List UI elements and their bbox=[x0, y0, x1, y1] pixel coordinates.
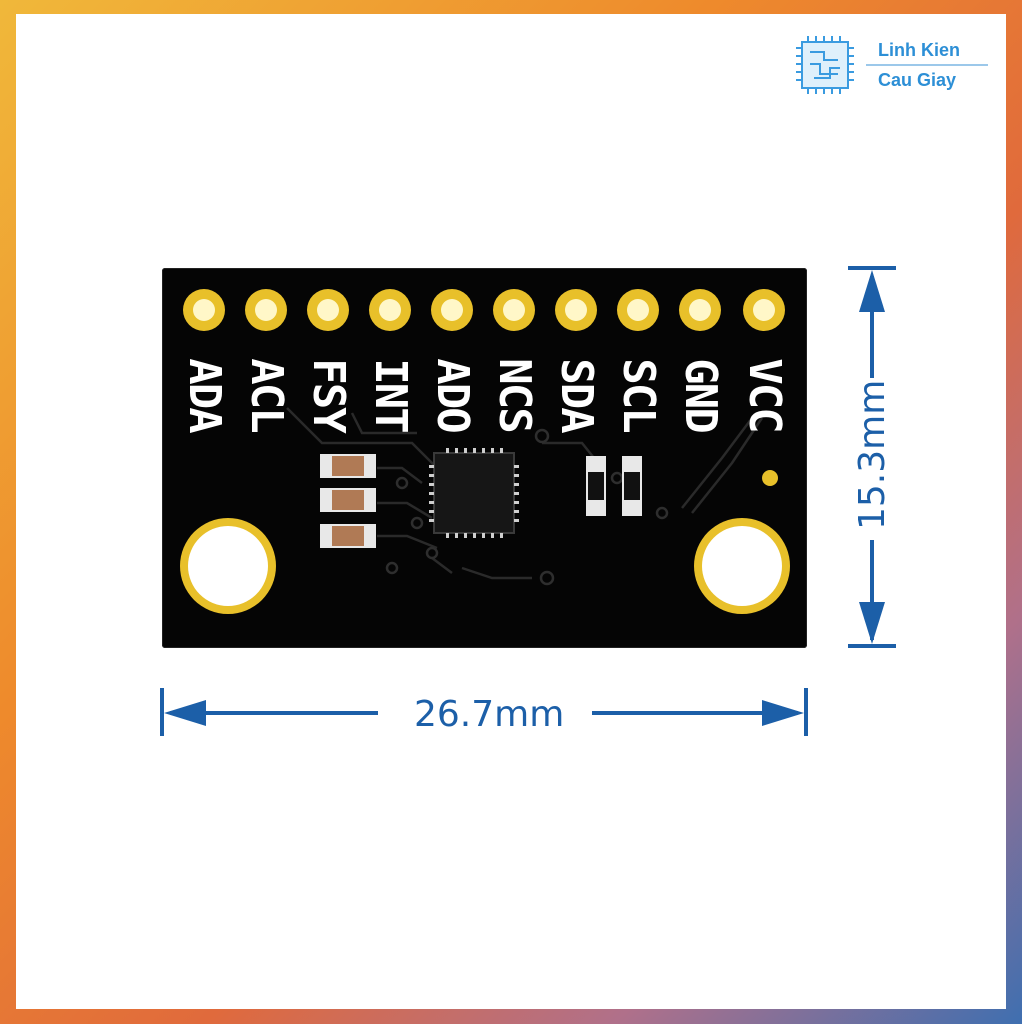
pin-pads bbox=[183, 289, 785, 331]
store-logo: Linh Kien Cau Giay bbox=[780, 24, 990, 98]
ic-chip bbox=[429, 448, 519, 538]
board-graphics bbox=[180, 289, 790, 614]
board-traces bbox=[286, 407, 764, 580]
resistors-right bbox=[586, 456, 642, 516]
logo-text-line1: Linh Kien bbox=[878, 40, 960, 60]
logo-divider bbox=[866, 64, 988, 66]
board-vias bbox=[385, 428, 669, 586]
chip-icon bbox=[796, 36, 854, 94]
capacitors-left bbox=[320, 454, 376, 548]
width-dimension-label: 26.7mm bbox=[414, 694, 565, 735]
pcb-board bbox=[162, 268, 807, 648]
gold-dot bbox=[762, 470, 778, 486]
logo-text-line2: Cau Giay bbox=[878, 70, 957, 90]
mounting-holes bbox=[180, 518, 790, 614]
height-dimension-label: 15.3mm bbox=[852, 379, 893, 530]
